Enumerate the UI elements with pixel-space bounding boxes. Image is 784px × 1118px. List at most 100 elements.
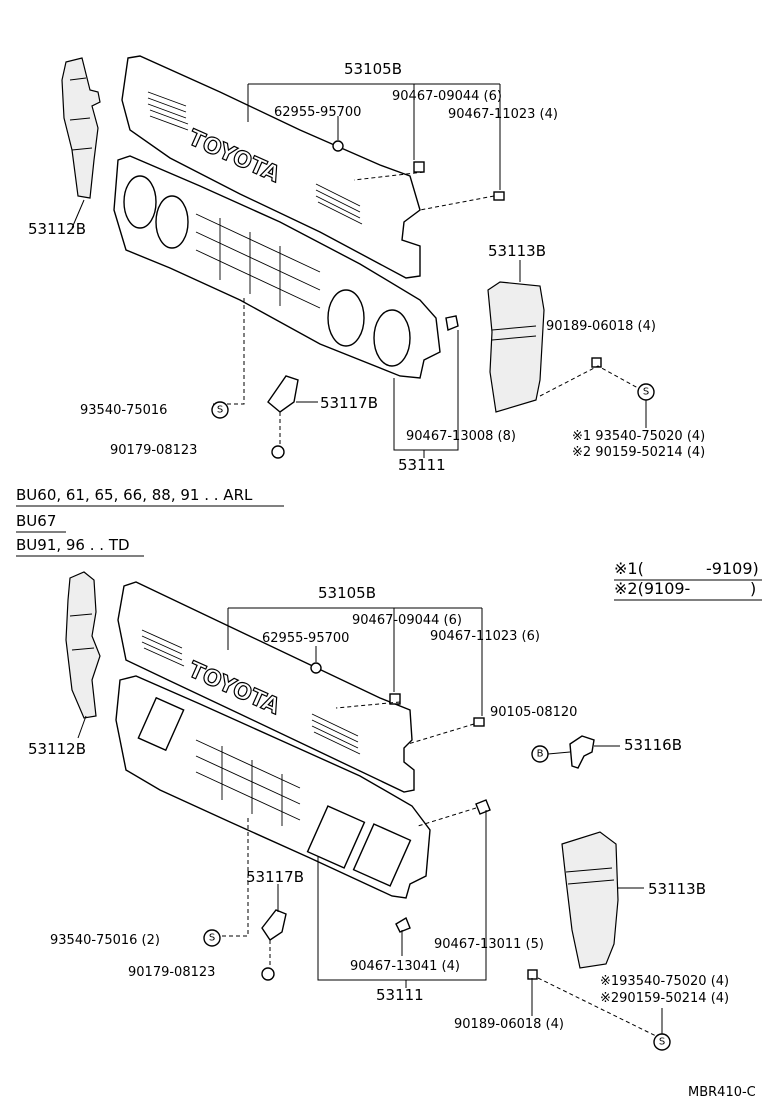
upper-s-circle-left: [211, 401, 229, 419]
lower-nut-90189: [527, 969, 538, 980]
legend-mark-1: ※1(: [614, 559, 644, 578]
upper-grille-bars: [195, 213, 321, 309]
lower-bolt-90179: [261, 967, 275, 981]
upper-leader-53105b: [247, 83, 501, 190]
upper-leader-53112b: [71, 199, 85, 229]
upper-clip-11023: [493, 191, 505, 201]
lower-leader-53112b: [77, 715, 87, 739]
upper-dash-s-right: [539, 365, 639, 397]
lower-note-2: ※290159-50214 (4): [600, 991, 729, 1006]
upper-dash-93540: [212, 298, 245, 405]
lower-label-90189: 90189-06018 (4): [454, 1017, 564, 1032]
upper-53112b-detail: [69, 77, 93, 151]
upper-label-53117b: 53117B: [320, 394, 378, 412]
lower-label-53117b: 53117B: [246, 868, 304, 886]
upper-clip-09044: [413, 161, 425, 173]
lower-53113b-detail: [565, 867, 615, 885]
lower-grille-slots-right: [311, 713, 361, 755]
lower-clip-13041: [395, 916, 411, 933]
model-line-2: BU67: [16, 512, 56, 530]
lower-label-90105: 90105-08120: [490, 705, 577, 720]
upper-s-circle-right: [637, 383, 655, 401]
lower-leader-b: [547, 751, 571, 755]
lower-label-90467-11023: 90467-11023 (6): [430, 629, 540, 644]
upper-note-2: ※2 90159-50214 (4): [572, 445, 705, 460]
upper-leader-53111: [393, 330, 459, 458]
upper-grille-slots-right: [315, 183, 363, 225]
upper-s-marker-left: S: [217, 405, 223, 416]
upper-grille-bar: [121, 55, 421, 279]
upper-dash-clips: [353, 171, 495, 211]
lower-label-53113b: 53113B: [648, 880, 706, 898]
lower-b-circle: [531, 745, 549, 763]
lower-leader-53105b: [227, 607, 483, 716]
lower-label-53116b: 53116B: [624, 736, 682, 754]
lower-clip-62955: [310, 662, 322, 674]
lower-b-marker: B: [537, 749, 544, 760]
lower-grille-slots-left: [141, 629, 185, 667]
lower-clip-13011: [475, 799, 491, 815]
diagram-code: MBR410-C: [688, 1085, 756, 1100]
upper-label-90189: 90189-06018 (4): [546, 319, 656, 334]
lower-53112b-detail: [69, 613, 95, 651]
lower-label-53105b: 53105B: [318, 584, 376, 602]
legend-mark-2: ※2(9109-: [614, 579, 690, 598]
upper-assembly: TOYOTA 53105B 90467-09: [28, 55, 705, 474]
lower-grille-bars: [195, 739, 301, 826]
lower-leader-53111: [317, 810, 487, 988]
upper-note-1: ※1 93540-75020 (4): [572, 429, 705, 444]
model-applicability: BU60, 61, 65, 66, 88, 91 . . ARL BU67 BU…: [16, 486, 284, 557]
lower-dash-clips: [335, 701, 475, 745]
lower-label-53111: 53111: [376, 986, 424, 1004]
lower-label-90467-13041: 90467-13041 (4): [350, 959, 460, 974]
lower-clip-09044: [389, 693, 401, 705]
lower-s-circle-right: [653, 1033, 671, 1051]
lower-53117b-part: [261, 909, 287, 941]
lower-lamp-right-2: [352, 823, 412, 887]
lower-s-marker-left: S: [209, 933, 215, 944]
upper-53113b-detail: [491, 325, 537, 341]
upper-label-90467-13008: 90467-13008 (8): [406, 429, 516, 444]
lower-53112b-bracket: [65, 571, 101, 719]
lower-53113b-bracket: [561, 831, 619, 969]
lower-label-53112b: 53112B: [28, 740, 86, 758]
upper-clip-13008: [445, 315, 459, 331]
upper-headlamp-left-1: [123, 175, 157, 229]
upper-53113b-bracket: [487, 281, 545, 413]
model-line-1: BU60, 61, 65, 66, 88, 91 . . ARL: [16, 486, 253, 504]
lower-note-1: ※193540-75020 (4): [600, 974, 729, 989]
lower-label-90179: 90179-08123: [128, 965, 215, 980]
upper-headlamp-left-2: [155, 195, 189, 249]
lower-53116b-part: [569, 735, 595, 769]
upper-53112b-bracket: [61, 57, 101, 199]
upper-bolt-90179: [271, 445, 285, 459]
upper-headlamp-right-2: [373, 309, 411, 367]
lower-lamp-left: [137, 696, 185, 752]
upper-s-marker-right: S: [643, 387, 649, 398]
upper-nut-90189: [591, 357, 602, 368]
legend-value-2: ): [750, 579, 756, 598]
upper-label-90467-11023: 90467-11023 (4): [448, 107, 558, 122]
upper-label-90467-09044: 90467-09044 (6): [392, 89, 502, 104]
model-line-3: BU91, 96 . . TD: [16, 536, 130, 554]
lower-label-90467-09044: 90467-09044 (6): [352, 613, 462, 628]
date-legend: ※1( -9109) ※2(9109- ): [614, 559, 762, 601]
upper-grille-slots-left: [147, 91, 189, 131]
lower-s-marker-right: S: [659, 1037, 665, 1048]
upper-headlamp-right-1: [327, 289, 365, 347]
lower-label-90467-13011: 90467-13011 (5): [434, 937, 544, 952]
upper-label-62955: 62955-95700: [274, 105, 361, 120]
upper-label-53111: 53111: [398, 456, 446, 474]
lower-dash-s-right: [537, 977, 657, 1037]
upper-label-53113b: 53113B: [488, 242, 546, 260]
upper-53117b-part: [267, 375, 299, 413]
lower-dash-93540: [222, 818, 249, 937]
lower-clip-11023: [473, 717, 485, 727]
lower-dash-13011: [417, 807, 477, 827]
legend-value-1: -9109): [706, 559, 759, 578]
lower-s-circle-left: [203, 929, 221, 947]
lower-label-62955: 62955-95700: [262, 631, 349, 646]
lower-assembly: TOYOTA: [28, 571, 729, 1051]
upper-clip-62955: [332, 140, 344, 152]
upper-label-93540-75016: 93540-75016: [80, 403, 167, 418]
